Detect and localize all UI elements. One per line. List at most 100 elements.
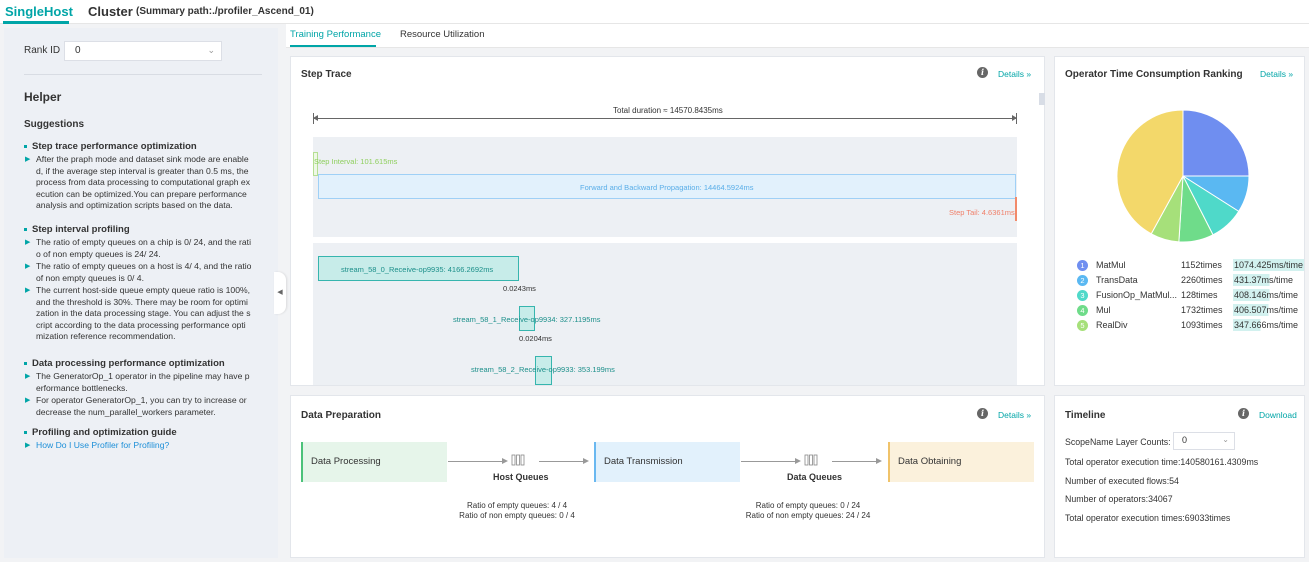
arrow-left-icon <box>313 115 318 121</box>
timeline-download-link[interactable]: Download <box>1259 410 1297 420</box>
info-icon[interactable]: i <box>977 408 988 419</box>
line: The ratio of empty queues on a host is 4… <box>36 261 252 271</box>
arrow-right-icon <box>741 458 801 464</box>
helper-title: Helper <box>24 90 62 104</box>
line: d, if the average step interval is great… <box>36 165 249 176</box>
data-transmission-box[interactable]: Data Transmission <box>594 442 740 482</box>
section-title: Step trace performance optimization <box>24 141 264 153</box>
stream-bar-1[interactable] <box>519 306 535 331</box>
data-processing-box[interactable]: Data Processing <box>301 442 447 482</box>
scope-layer-select[interactable]: 0 ⌄ <box>1173 432 1235 450</box>
operator-row-4[interactable]: 4 Mul 1732times 406.507ms/time <box>1077 304 1300 317</box>
tab-cluster[interactable]: Cluster <box>88 4 133 19</box>
double-chevron-right-icon: » <box>1026 69 1032 79</box>
line: mization reference recommendation. <box>36 331 176 341</box>
duration-line <box>313 118 1017 119</box>
operator-times: 1093times <box>1181 320 1223 330</box>
tab-resource-utilization[interactable]: Resource Utilization <box>400 29 485 40</box>
rank-id-select[interactable]: 0 ⌄ <box>64 41 222 61</box>
line: cript according to the data processing p… <box>36 319 246 330</box>
fp-bp-bar[interactable] <box>318 174 1016 199</box>
operator-row-3[interactable]: 3 FusionOp_MatMul... 128times 408.146ms/… <box>1077 289 1300 302</box>
pie-slice-1[interactable] <box>1182 109 1250 177</box>
double-chevron-right-icon: » <box>1026 410 1032 420</box>
card-title: Data Preparation <box>301 410 382 421</box>
stream-band: stream_58_0_Receive-op9935: 4166.2692ms … <box>313 243 1017 385</box>
operator-pie-chart[interactable] <box>1113 106 1253 246</box>
tab-singlehost-underline <box>3 21 69 24</box>
data-prep-details-link[interactable]: Details » <box>998 410 1031 420</box>
stream-label-0: stream_58_0_Receive-op9935: 4166.2692ms <box>341 265 494 274</box>
suggestion-item: ▶ After the praph mode and dataset sink … <box>24 154 264 212</box>
rank-badge: 5 <box>1077 320 1088 331</box>
card-title: Step Trace <box>301 69 352 80</box>
suggestion-item: ▶ The ratio of empty queues on a chip is… <box>24 237 264 260</box>
line: ecution can be optimized.You can prepare… <box>36 188 247 199</box>
execution-times-count: Total operator execution times:69033time… <box>1065 513 1231 523</box>
data-non-empty-ratio: Ratio of non empty queues: 24 / 24 <box>745 511 871 520</box>
triangle-right-icon: ▶ <box>25 263 31 270</box>
data-preparation-card: Data Preparation i Details » Data Proces… <box>290 395 1045 558</box>
stream-bar-0[interactable] <box>318 256 519 281</box>
triangle-right-icon: ▶ <box>25 239 31 246</box>
chevron-left-icon: ◀ <box>277 289 283 296</box>
content-tabs: Training Performance Resource Utilizatio… <box>286 24 1309 48</box>
operator-avg-time: 1074.425ms/time <box>1233 259 1305 271</box>
chevron-down-icon: ⌄ <box>207 45 215 55</box>
operator-name: RealDiv <box>1096 320 1128 330</box>
pie-slice-6[interactable] <box>1116 109 1184 235</box>
guide-link-item[interactable]: ▶ How Do I Use Profiler for Profiling? <box>24 440 264 452</box>
step-trace-card: Step Trace i Details » Total duration ≈ … <box>290 56 1045 386</box>
queue-icon <box>511 454 525 466</box>
rank-badge: 4 <box>1077 305 1088 316</box>
operator-avg-time: 431.37ms/time <box>1233 274 1295 286</box>
profiler-guide-link[interactable]: How Do I Use Profiler for Profiling? <box>36 440 170 450</box>
arrow-right-icon <box>1012 115 1017 121</box>
scrollbar-thumb[interactable] <box>1039 93 1045 105</box>
line: and the threshold is 30%. There may be r… <box>36 296 248 307</box>
triangle-right-icon: ▶ <box>25 397 31 404</box>
executed-flows-count: Number of executed flows:54 <box>1065 476 1179 486</box>
operator-times: 2260times <box>1181 275 1223 285</box>
operator-row-2[interactable]: 2 TransData 2260times 431.37ms/time <box>1077 274 1297 287</box>
rank-badge: 3 <box>1077 290 1088 301</box>
stream-bar-2[interactable] <box>535 356 552 385</box>
helper-sidebar: Rank ID 0 ⌄ Helper Suggestions Step trac… <box>4 28 278 558</box>
details-text: Details <box>998 410 1024 420</box>
rank-badge: 1 <box>1077 260 1088 271</box>
tab-training-performance[interactable]: Training Performance <box>290 29 381 40</box>
double-chevron-right-icon: » <box>1288 69 1294 79</box>
info-icon[interactable]: i <box>977 67 988 78</box>
triangle-right-icon: ▶ <box>25 156 31 163</box>
collapse-sidebar-button[interactable]: ◀ <box>274 272 286 314</box>
operator-details-link[interactable]: Details » <box>1260 69 1293 79</box>
timeline-card: Timeline i Download ScopeName Layer Coun… <box>1054 395 1305 558</box>
details-text: Details <box>1260 69 1286 79</box>
operator-name: TransData <box>1096 275 1138 285</box>
step-tail-bar[interactable] <box>1015 197 1017 221</box>
operator-row-1[interactable]: 1 MatMul 1152times 1074.425ms/time <box>1077 259 1305 272</box>
line: process from data processing to computat… <box>36 177 251 187</box>
section-title: Data processing performance optimization <box>24 358 264 370</box>
triangle-right-icon: ▶ <box>25 287 31 294</box>
operator-times: 1732times <box>1181 305 1223 315</box>
arrow-right-icon <box>539 458 589 464</box>
suggestion-item: ▶ For operator GeneratorOp_1, you can tr… <box>24 395 264 418</box>
triangle-right-icon: ▶ <box>25 373 31 380</box>
suggestion-section-data-processing: Data processing performance optimization… <box>24 358 264 418</box>
operator-row-5[interactable]: 5 RealDiv 1093times 347.666ms/time <box>1077 319 1300 332</box>
info-icon[interactable]: i <box>1238 408 1249 419</box>
data-queues-label[interactable]: Data Queues <box>787 472 843 482</box>
tab-singlehost[interactable]: SingleHost <box>5 4 73 19</box>
section-title: Profiling and optimization guide <box>24 427 264 439</box>
line: decrease the num_parallel_workers parame… <box>36 406 216 417</box>
step-interval-bar[interactable] <box>313 152 318 176</box>
suggestion-item: ▶ The current host-side queue empty queu… <box>24 285 264 343</box>
data-empty-ratio: Ratio of empty queues: 0 / 24 <box>755 501 861 510</box>
operator-avg-time: 408.146ms/time <box>1233 289 1300 301</box>
host-queues-label[interactable]: Host Queues <box>493 472 549 482</box>
data-obtaining-box[interactable]: Data Obtaining <box>888 442 1034 482</box>
step-trace-details-link[interactable]: Details » <box>998 69 1031 79</box>
arrow-right-icon <box>448 458 508 464</box>
line: After the praph mode and dataset sink mo… <box>36 154 249 164</box>
